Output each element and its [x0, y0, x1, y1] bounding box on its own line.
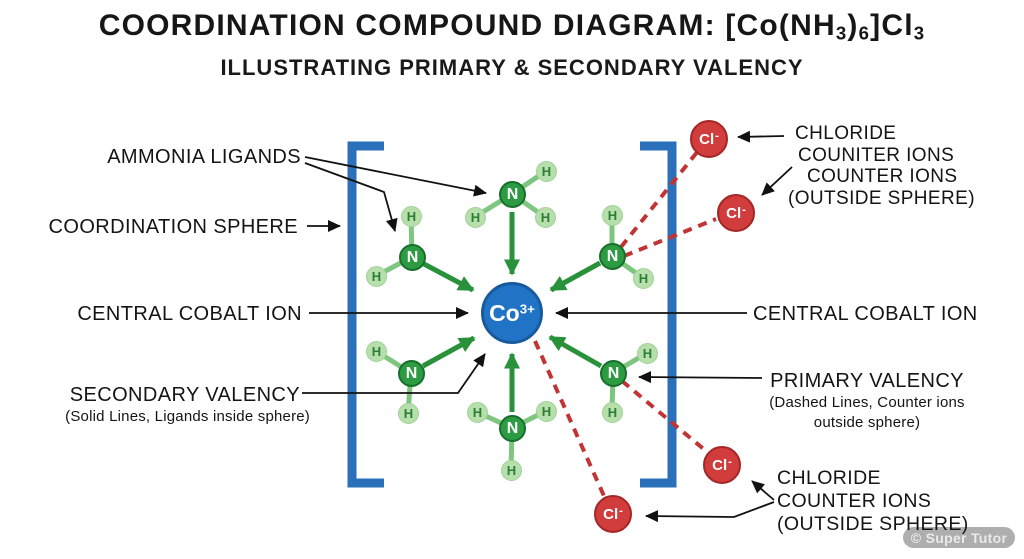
label-secondary-valency: SECONDARY VALENCY [69, 384, 300, 406]
hydrogen-label: H [642, 346, 653, 361]
hydrogen-label: H [403, 406, 414, 421]
hydrogen-atom: H [535, 207, 556, 228]
hydrogen-label: H [371, 269, 382, 284]
nitrogen-label: N [506, 185, 519, 203]
hydrogen-atom: H [637, 343, 658, 364]
hydrogen-atom: H [465, 207, 486, 228]
hydrogen-atom: H [602, 205, 623, 226]
hydrogen-atom: H [536, 161, 557, 182]
hydrogen-atom: H [501, 460, 522, 481]
chloride-label: Cl- [603, 504, 623, 524]
label-chloride-counter-ions-bottom: CHLORIDE COUNTER IONS (OUTSIDE SPHERE) [777, 467, 969, 535]
nitrogen-label: N [405, 364, 418, 382]
hydrogen-label: H [406, 209, 417, 224]
nitrogen-atom: N [398, 360, 425, 387]
label-coordination-sphere: COORDINATION SPHERE [48, 216, 298, 238]
label-chloride-counter-ions-top: CHLORIDE COUNITER IONS COUNTER IONS (OUT… [788, 123, 975, 209]
nitrogen-label: N [606, 247, 619, 265]
label-central-cobalt-ion-right: CENTRAL COBALT ION [753, 303, 978, 325]
hydrogen-label: H [607, 405, 618, 420]
hydrogen-atom: H [366, 341, 387, 362]
hydrogen-label: H [472, 405, 483, 420]
hydrogen-label: H [540, 210, 551, 225]
hydrogen-label: H [541, 164, 552, 179]
chloride-label: Cl- [699, 129, 719, 149]
nitrogen-atom: N [499, 415, 526, 442]
label-primary-valency-block: PRIMARY VALENCY (Dashed Lines, Counter i… [769, 370, 965, 431]
hydrogen-atom: H [602, 402, 623, 423]
nitrogen-atom: N [399, 244, 426, 271]
hydrogen-atom: H [536, 401, 557, 422]
nitrogen-label: N [506, 419, 519, 437]
nitrogen-atom: N [499, 181, 526, 208]
label-pointer-arrows [302, 130, 793, 523]
secondary-valency-arrows [421, 212, 603, 412]
chloride-ion: Cl- [703, 446, 741, 484]
hydrogen-atom: H [633, 268, 654, 289]
chloride-ion: Cl- [690, 120, 728, 158]
chloride-label: Cl- [712, 455, 732, 475]
hydrogen-label: H [470, 210, 481, 225]
chloride-label: Cl- [726, 203, 746, 223]
hydrogen-atom: H [398, 403, 419, 424]
chloride-ion: Cl- [594, 495, 632, 533]
page-title: COORDINATION COMPOUND DIAGRAM: [Co(NH3)6… [98, 9, 926, 44]
label-central-cobalt-ion-left: CENTRAL COBALT ION [77, 303, 302, 325]
page-subtitle: ILLUSTRATING PRIMARY & SECONDARY VALENCY [220, 55, 804, 80]
label-secondary-valency-note: (Solid Lines, Ligands inside sphere) [65, 408, 310, 425]
nitrogen-label: N [406, 248, 419, 266]
hydrogen-label: H [506, 463, 517, 478]
cobalt-label: Co3+ [489, 299, 535, 326]
hydrogen-label: H [638, 271, 649, 286]
hydrogen-label: H [541, 404, 552, 419]
left-bracket [347, 141, 384, 488]
primary-valency-dashed-lines [533, 149, 717, 497]
nitrogen-label: N [607, 364, 620, 382]
coordination-sphere-brackets [347, 141, 677, 488]
watermark-badge: © Super Tutor [903, 527, 1015, 548]
hydrogen-atom: H [467, 402, 488, 423]
hydrogen-atom: H [366, 266, 387, 287]
hydrogen-label: H [371, 344, 382, 359]
label-ammonia-ligands: AMMONIA LIGANDS [107, 146, 301, 168]
chloride-ion: Cl- [717, 194, 755, 232]
right-bracket [640, 141, 677, 488]
nitrogen-atom: N [599, 243, 626, 270]
nitrogen-atom: N [600, 360, 627, 387]
hydrogen-atom: H [401, 206, 422, 227]
cobalt-ion: Co3+ [481, 282, 543, 344]
hydrogen-label: H [607, 208, 618, 223]
